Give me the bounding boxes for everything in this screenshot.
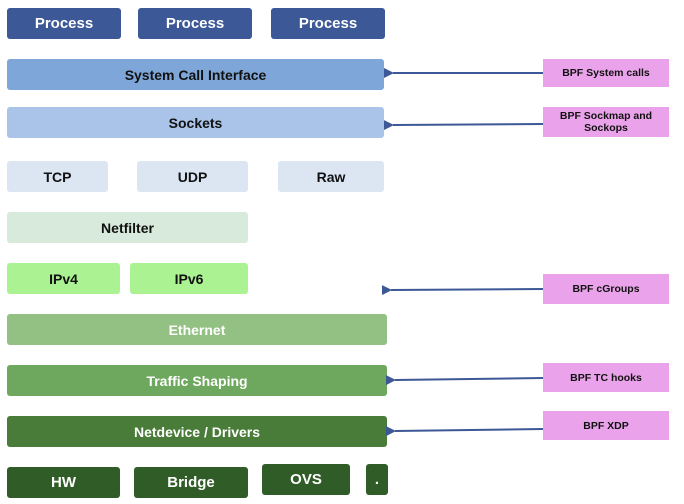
hw-box: HW: [7, 467, 120, 498]
arrow-cgroups: [381, 285, 544, 296]
tcp-box: TCP: [7, 161, 108, 192]
arrow-tc-hooks: [385, 375, 544, 386]
ethernet-layer: Ethernet: [7, 314, 387, 345]
netfilter-layer: Netfilter: [7, 212, 248, 243]
more-box: .: [366, 464, 388, 495]
process-box-3: Process: [271, 8, 385, 39]
process-box-1: Process: [7, 8, 121, 39]
bpf-xdp-label: BPF XDP: [543, 411, 669, 440]
bpf-cgroups-label: BPF cGroups: [543, 274, 669, 304]
ipv6-box: IPv6: [130, 263, 248, 294]
sockets-layer: Sockets: [7, 107, 384, 138]
netdevice-drivers-layer: Netdevice / Drivers: [7, 416, 387, 447]
arrow-xdp: [385, 426, 544, 437]
ovs-box: OVS: [262, 464, 350, 495]
traffic-shaping-layer: Traffic Shaping: [7, 365, 387, 396]
bridge-box: Bridge: [134, 467, 248, 498]
arrow-sockmap: [383, 120, 544, 131]
process-box-2: Process: [138, 8, 252, 39]
bpf-tc-hooks-label: BPF TC hooks: [543, 363, 669, 392]
system-call-interface-layer: System Call Interface: [7, 59, 384, 90]
ipv4-box: IPv4: [7, 263, 120, 294]
udp-box: UDP: [137, 161, 248, 192]
bpf-system-calls-label: BPF System calls: [543, 59, 669, 87]
raw-box: Raw: [278, 161, 384, 192]
bpf-sockmap-label: BPF Sockmap and Sockops: [543, 107, 669, 137]
